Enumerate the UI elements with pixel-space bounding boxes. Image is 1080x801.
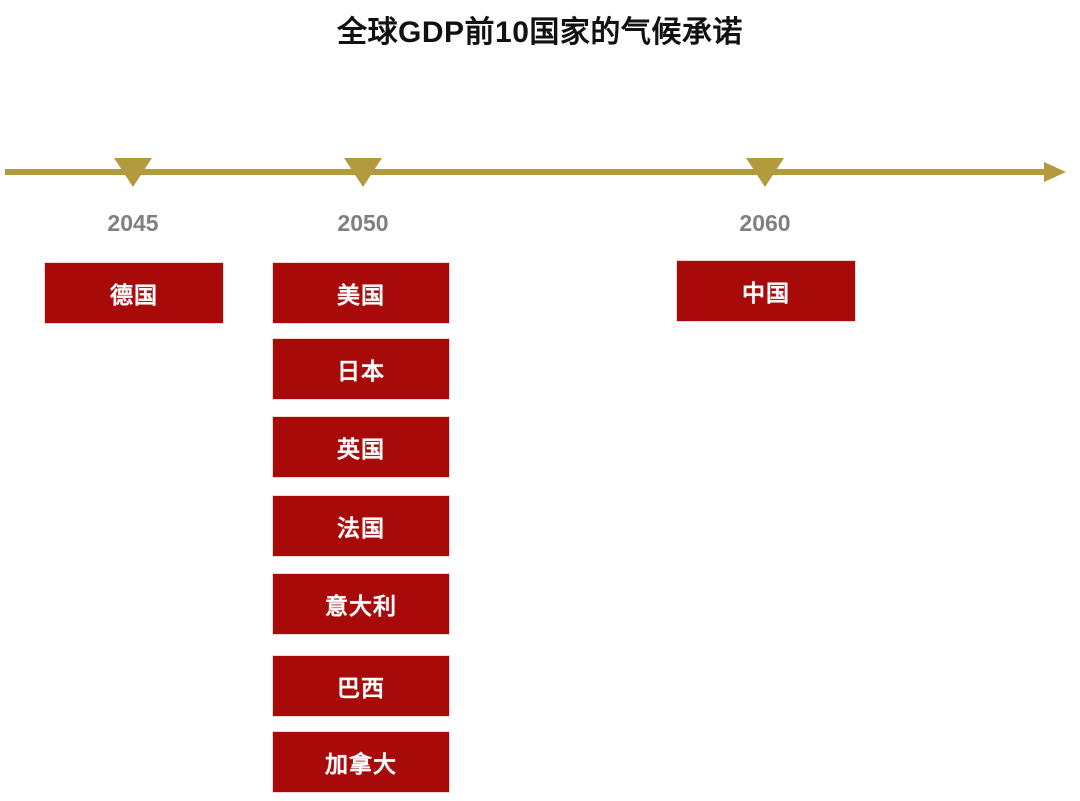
timeline-axis — [0, 150, 1080, 198]
country-box-germany[interactable]: 德国 — [44, 262, 224, 324]
timeline-arrowhead-icon — [1044, 162, 1066, 182]
country-box-italy[interactable]: 意大利 — [272, 573, 450, 635]
triangle-down-marker-2050[interactable] — [344, 158, 382, 187]
country-box-uk[interactable]: 英国 — [272, 416, 450, 478]
timeline-axis-svg — [5, 158, 1066, 187]
country-box-usa[interactable]: 美国 — [272, 262, 450, 324]
country-box-brazil[interactable]: 巴西 — [272, 655, 450, 717]
triangle-down-marker-2060[interactable] — [746, 158, 784, 187]
country-box-france[interactable]: 法国 — [272, 495, 450, 557]
country-box-china[interactable]: 中国 — [676, 260, 856, 322]
year-label-2045: 2045 — [107, 210, 159, 236]
triangle-down-marker-2045[interactable] — [114, 158, 152, 187]
page-title: 全球GDP前10国家的气候承诺 — [337, 16, 743, 49]
country-box-japan[interactable]: 日本 — [272, 338, 450, 400]
year-label-2050: 2050 — [337, 210, 389, 236]
year-label-2060: 2060 — [739, 210, 791, 236]
country-box-canada[interactable]: 加拿大 — [272, 731, 450, 793]
